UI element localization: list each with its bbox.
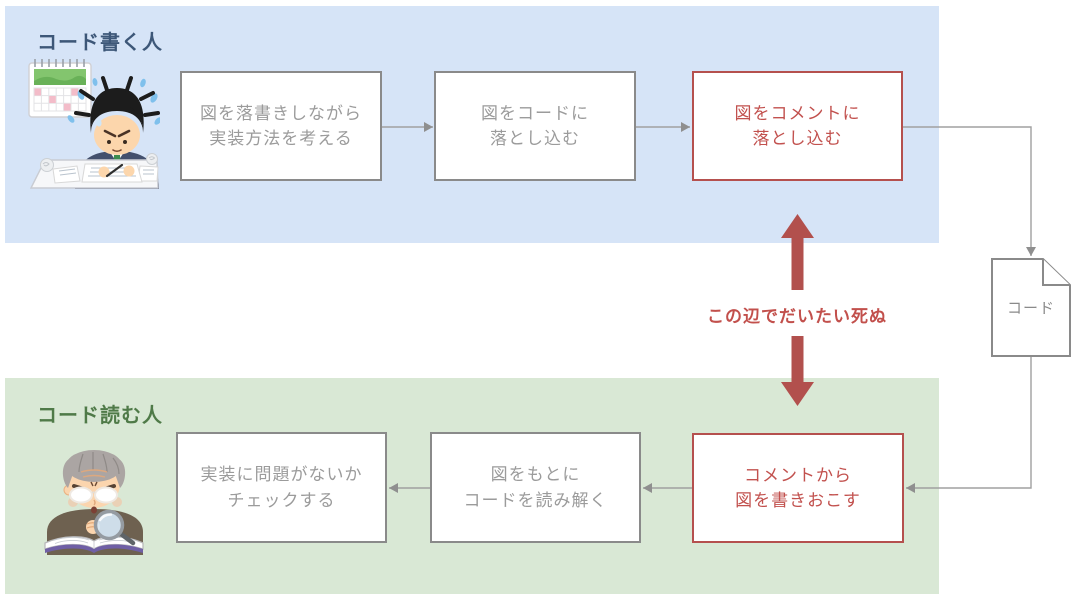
step-label-line: 図を書きおこす xyxy=(735,491,861,510)
reader-lane-title: コード読む人 xyxy=(37,405,163,427)
step-label-line: 落とし込む xyxy=(752,129,843,148)
step-label-line: 図をコードに xyxy=(481,103,589,123)
step-label-line: 図を落書きしながら xyxy=(200,103,362,123)
step-label-line: 実装方法を考える xyxy=(209,129,353,148)
reader-step-check-implementation: 実装に問題がないか チェックする xyxy=(176,432,387,543)
open-book-icon xyxy=(44,536,144,553)
elderly-code-reader-illustration xyxy=(44,450,144,555)
step-label-line: 図をコメントに xyxy=(734,103,861,123)
step-label-line: 落とし込む xyxy=(490,129,580,148)
code-document-label: コード xyxy=(1006,300,1055,317)
step-label-line: コメントから xyxy=(744,465,852,485)
death-annotation: この辺でだいたい死ぬ xyxy=(707,307,887,326)
writer-step-sketch-diagram: 図を落書きしながら 実装方法を考える xyxy=(180,71,382,181)
desk xyxy=(29,153,159,189)
calendar-icon xyxy=(28,59,92,118)
code-document: コード xyxy=(991,258,1071,357)
reader-step-redraw-diagram-from-comment: コメントから 図を書きおこす xyxy=(692,433,904,543)
writer-lane-title: コード書く人 xyxy=(37,32,163,54)
writer-step-diagram-to-comment: 図をコメントに 落とし込む xyxy=(692,71,903,181)
step-label-line: チェックする xyxy=(227,490,336,510)
writer-step-diagram-to-code: 図をコードに 落とし込む xyxy=(434,71,636,181)
stressed-programmer-illustration xyxy=(28,59,160,189)
step-label-line: コードを読み解く xyxy=(463,490,608,510)
reader-step-read-code-with-diagram: 図をもとに コードを読み解く xyxy=(430,432,641,543)
step-label-line: 図をもとに xyxy=(490,465,581,484)
step-label-line: 実装に問題がないか xyxy=(200,465,363,484)
magnifier-icon xyxy=(86,509,136,546)
document-with-folded-corner-icon xyxy=(991,258,1071,357)
glasses-icon xyxy=(69,486,93,504)
